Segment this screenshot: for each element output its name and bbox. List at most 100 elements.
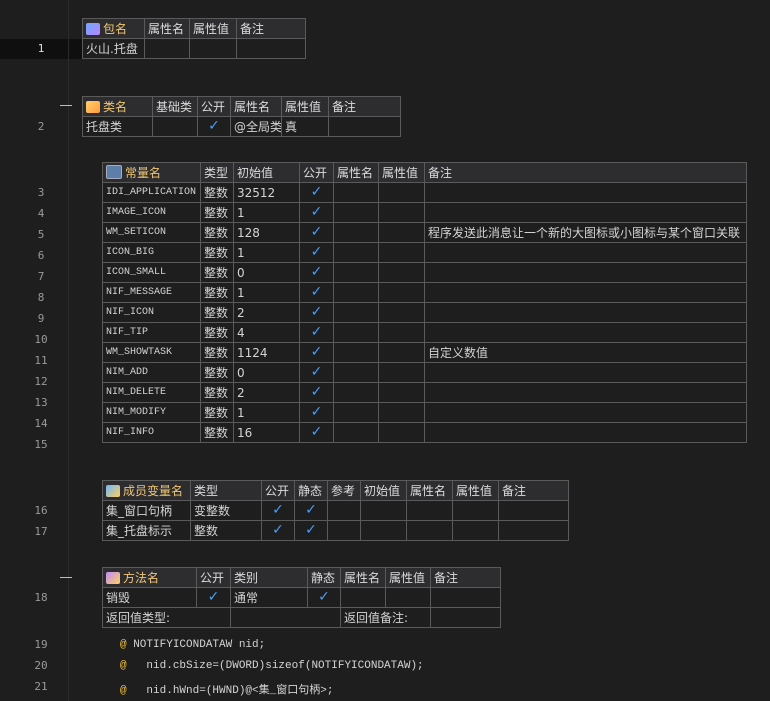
constant-public-checkbox[interactable]: ✓ <box>299 362 334 383</box>
constant-attr-name-cell[interactable] <box>333 422 379 443</box>
constant-value-cell[interactable]: 16 <box>233 422 300 443</box>
collapse-method-button[interactable] <box>60 577 72 578</box>
constant-note-cell[interactable] <box>424 202 747 223</box>
constant-type-cell[interactable]: 整数 <box>200 362 234 383</box>
constant-name-cell[interactable]: ICON_SMALL <box>102 262 201 283</box>
constant-attr-value-cell[interactable] <box>378 342 425 363</box>
constant-value-cell[interactable]: 1 <box>233 202 300 223</box>
method-name-cell[interactable]: 销毁 <box>102 587 197 608</box>
constant-type-cell[interactable]: 整数 <box>200 282 234 303</box>
constant-value-cell[interactable]: 1 <box>233 282 300 303</box>
constant-attr-name-cell[interactable] <box>333 222 379 243</box>
collapse-class-button[interactable] <box>60 105 72 106</box>
constant-type-cell[interactable]: 整数 <box>200 242 234 263</box>
constant-note-cell[interactable]: 程序发送此消息让一个新的大图标或小图标与某个窗口关联 <box>424 222 747 243</box>
member-reference-checkbox[interactable] <box>327 500 361 521</box>
constant-name-cell[interactable]: NIF_TIP <box>102 322 201 343</box>
code-line[interactable]: @ nid.hWnd=(HWND)@<集_窗口句柄>; <box>120 685 334 697</box>
constant-attr-value-cell[interactable] <box>378 202 425 223</box>
constant-type-cell[interactable]: 整数 <box>200 262 234 283</box>
class-name-cell[interactable]: 托盘类 <box>82 116 153 137</box>
constant-type-cell[interactable]: 整数 <box>200 322 234 343</box>
package-note-cell[interactable] <box>236 38 306 59</box>
constant-type-cell[interactable]: 整数 <box>200 422 234 443</box>
constant-note-cell[interactable] <box>424 402 747 423</box>
constant-attr-name-cell[interactable] <box>333 382 379 403</box>
constant-attr-value-cell[interactable] <box>378 322 425 343</box>
constant-name-cell[interactable]: NIM_DELETE <box>102 382 201 403</box>
constant-attr-name-cell[interactable] <box>333 202 379 223</box>
constant-note-cell[interactable] <box>424 382 747 403</box>
constant-name-cell[interactable]: IMAGE_ICON <box>102 202 201 223</box>
package-attr-value-cell[interactable] <box>189 38 237 59</box>
member-initial-value-cell[interactable] <box>360 520 407 541</box>
constant-name-cell[interactable]: NIF_ICON <box>102 302 201 323</box>
constant-name-cell[interactable]: WM_SETICON <box>102 222 201 243</box>
constant-attr-value-cell[interactable] <box>378 282 425 303</box>
constant-value-cell[interactable]: 1124 <box>233 342 300 363</box>
constant-attr-name-cell[interactable] <box>333 342 379 363</box>
constant-public-checkbox[interactable]: ✓ <box>299 262 334 283</box>
constant-type-cell[interactable]: 整数 <box>200 302 234 323</box>
member-public-checkbox[interactable]: ✓ <box>261 520 295 541</box>
method-static-checkbox[interactable]: ✓ <box>307 587 341 608</box>
constant-type-cell[interactable]: 整数 <box>200 182 234 203</box>
constant-attr-value-cell[interactable] <box>378 262 425 283</box>
constant-attr-value-cell[interactable] <box>378 362 425 383</box>
constant-name-cell[interactable]: ICON_BIG <box>102 242 201 263</box>
constant-attr-value-cell[interactable] <box>378 222 425 243</box>
member-public-checkbox[interactable]: ✓ <box>261 500 295 521</box>
constant-public-checkbox[interactable]: ✓ <box>299 322 334 343</box>
constant-note-cell[interactable] <box>424 242 747 263</box>
constant-value-cell[interactable]: 0 <box>233 362 300 383</box>
method-attr-value-cell[interactable] <box>385 587 431 608</box>
constant-note-cell[interactable]: 自定义数值 <box>424 342 747 363</box>
code-line[interactable]: @ NOTIFYICONDATAW nid; <box>120 639 266 651</box>
member-note-cell[interactable] <box>498 520 569 541</box>
constant-type-cell[interactable]: 整数 <box>200 342 234 363</box>
constant-public-checkbox[interactable]: ✓ <box>299 282 334 303</box>
return-note-cell[interactable] <box>430 607 501 628</box>
constant-note-cell[interactable] <box>424 282 747 303</box>
constant-public-checkbox[interactable]: ✓ <box>299 302 334 323</box>
constant-attr-name-cell[interactable] <box>333 262 379 283</box>
constant-value-cell[interactable]: 4 <box>233 322 300 343</box>
constant-attr-name-cell[interactable] <box>333 402 379 423</box>
class-public-checkbox[interactable]: ✓ <box>197 116 231 137</box>
return-type-cell[interactable] <box>230 607 341 628</box>
member-type-cell[interactable]: 变整数 <box>190 500 262 521</box>
member-note-cell[interactable] <box>498 500 569 521</box>
constant-public-checkbox[interactable]: ✓ <box>299 242 334 263</box>
constant-value-cell[interactable]: 2 <box>233 382 300 403</box>
constant-name-cell[interactable]: IDI_APPLICATION <box>102 182 201 203</box>
constant-type-cell[interactable]: 整数 <box>200 382 234 403</box>
constant-type-cell[interactable]: 整数 <box>200 222 234 243</box>
class-base-cell[interactable] <box>152 116 198 137</box>
constant-name-cell[interactable]: NIF_INFO <box>102 422 201 443</box>
constant-attr-value-cell[interactable] <box>378 182 425 203</box>
constant-name-cell[interactable]: WM_SHOWTASK <box>102 342 201 363</box>
constant-attr-name-cell[interactable] <box>333 302 379 323</box>
constant-attr-value-cell[interactable] <box>378 402 425 423</box>
constant-public-checkbox[interactable]: ✓ <box>299 422 334 443</box>
constant-public-checkbox[interactable]: ✓ <box>299 182 334 203</box>
code-line[interactable]: @ nid.cbSize=(DWORD)sizeof(NOTIFYICONDAT… <box>120 660 424 672</box>
constant-note-cell[interactable] <box>424 182 747 203</box>
package-attr-name-cell[interactable] <box>144 38 190 59</box>
constant-public-checkbox[interactable]: ✓ <box>299 382 334 403</box>
class-note-cell[interactable] <box>328 116 401 137</box>
constant-attr-value-cell[interactable] <box>378 422 425 443</box>
member-type-cell[interactable]: 整数 <box>190 520 262 541</box>
constant-public-checkbox[interactable]: ✓ <box>299 342 334 363</box>
constant-attr-value-cell[interactable] <box>378 302 425 323</box>
constant-name-cell[interactable]: NIM_MODIFY <box>102 402 201 423</box>
constant-attr-name-cell[interactable] <box>333 242 379 263</box>
member-name-cell[interactable]: 集_窗口句柄 <box>102 500 191 521</box>
constant-note-cell[interactable] <box>424 422 747 443</box>
constant-type-cell[interactable]: 整数 <box>200 202 234 223</box>
constant-attr-name-cell[interactable] <box>333 282 379 303</box>
constant-note-cell[interactable] <box>424 302 747 323</box>
member-name-cell[interactable]: 集_托盘标示 <box>102 520 191 541</box>
constant-attr-value-cell[interactable] <box>378 242 425 263</box>
constant-value-cell[interactable]: 1 <box>233 402 300 423</box>
